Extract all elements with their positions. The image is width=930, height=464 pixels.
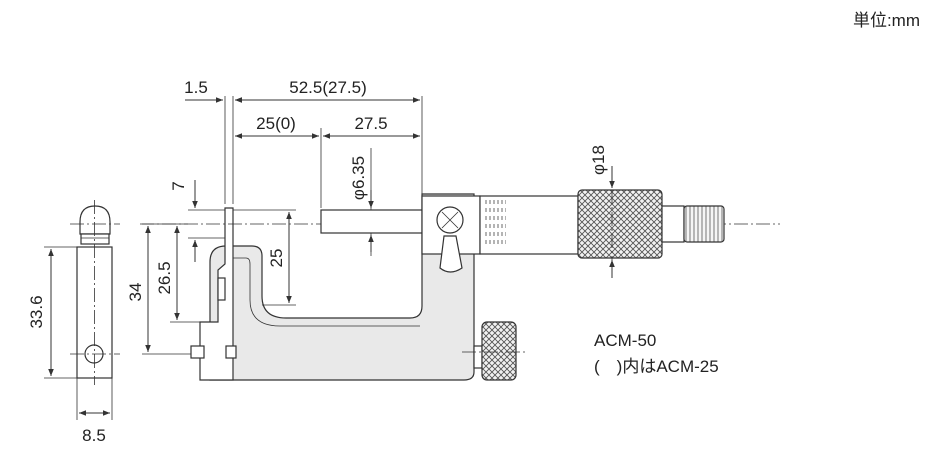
side-view-anvil-tip — [79, 205, 111, 235]
dim-33-6: 33.6 — [27, 295, 46, 328]
dim-27-5: 27.5 — [354, 114, 387, 133]
dim-8-5: 8.5 — [82, 426, 106, 445]
front-view — [140, 168, 780, 381]
lock-lever — [439, 235, 463, 273]
unit-label: 単位:mm — [853, 11, 920, 30]
side-view-neck — [80, 233, 110, 245]
ratchet-stop — [683, 205, 725, 243]
dim-25-0: 25(0) — [256, 114, 296, 133]
ratchet-collar — [661, 205, 685, 243]
anvil-insert — [217, 277, 226, 301]
anvil-pin — [190, 345, 205, 359]
model-name: ACM-50 — [594, 331, 656, 350]
dim-52-5: 52.5(27.5) — [289, 78, 367, 97]
dim-26-5: 26.5 — [155, 261, 174, 294]
dim-34: 34 — [126, 283, 145, 302]
dim-25-vertical: 25 — [267, 249, 286, 268]
clamp-neck — [473, 345, 483, 369]
dimensions: 1.5 52.5(27.5) 25(0) 27.5 φ6.35 φ18 7 25 — [126, 78, 615, 355]
dim-phi-18: φ18 — [589, 145, 608, 175]
clamp-screw — [481, 321, 517, 381]
spindle — [320, 209, 423, 234]
dim-7: 7 — [169, 181, 188, 190]
thimble — [577, 189, 663, 259]
dim-1-5: 1.5 — [184, 78, 208, 97]
model-note: ( )内はACM-25 — [594, 357, 719, 376]
dim-phi-6-35: φ6.35 — [349, 156, 368, 200]
side-view: 33.6 8.5 — [27, 200, 120, 445]
